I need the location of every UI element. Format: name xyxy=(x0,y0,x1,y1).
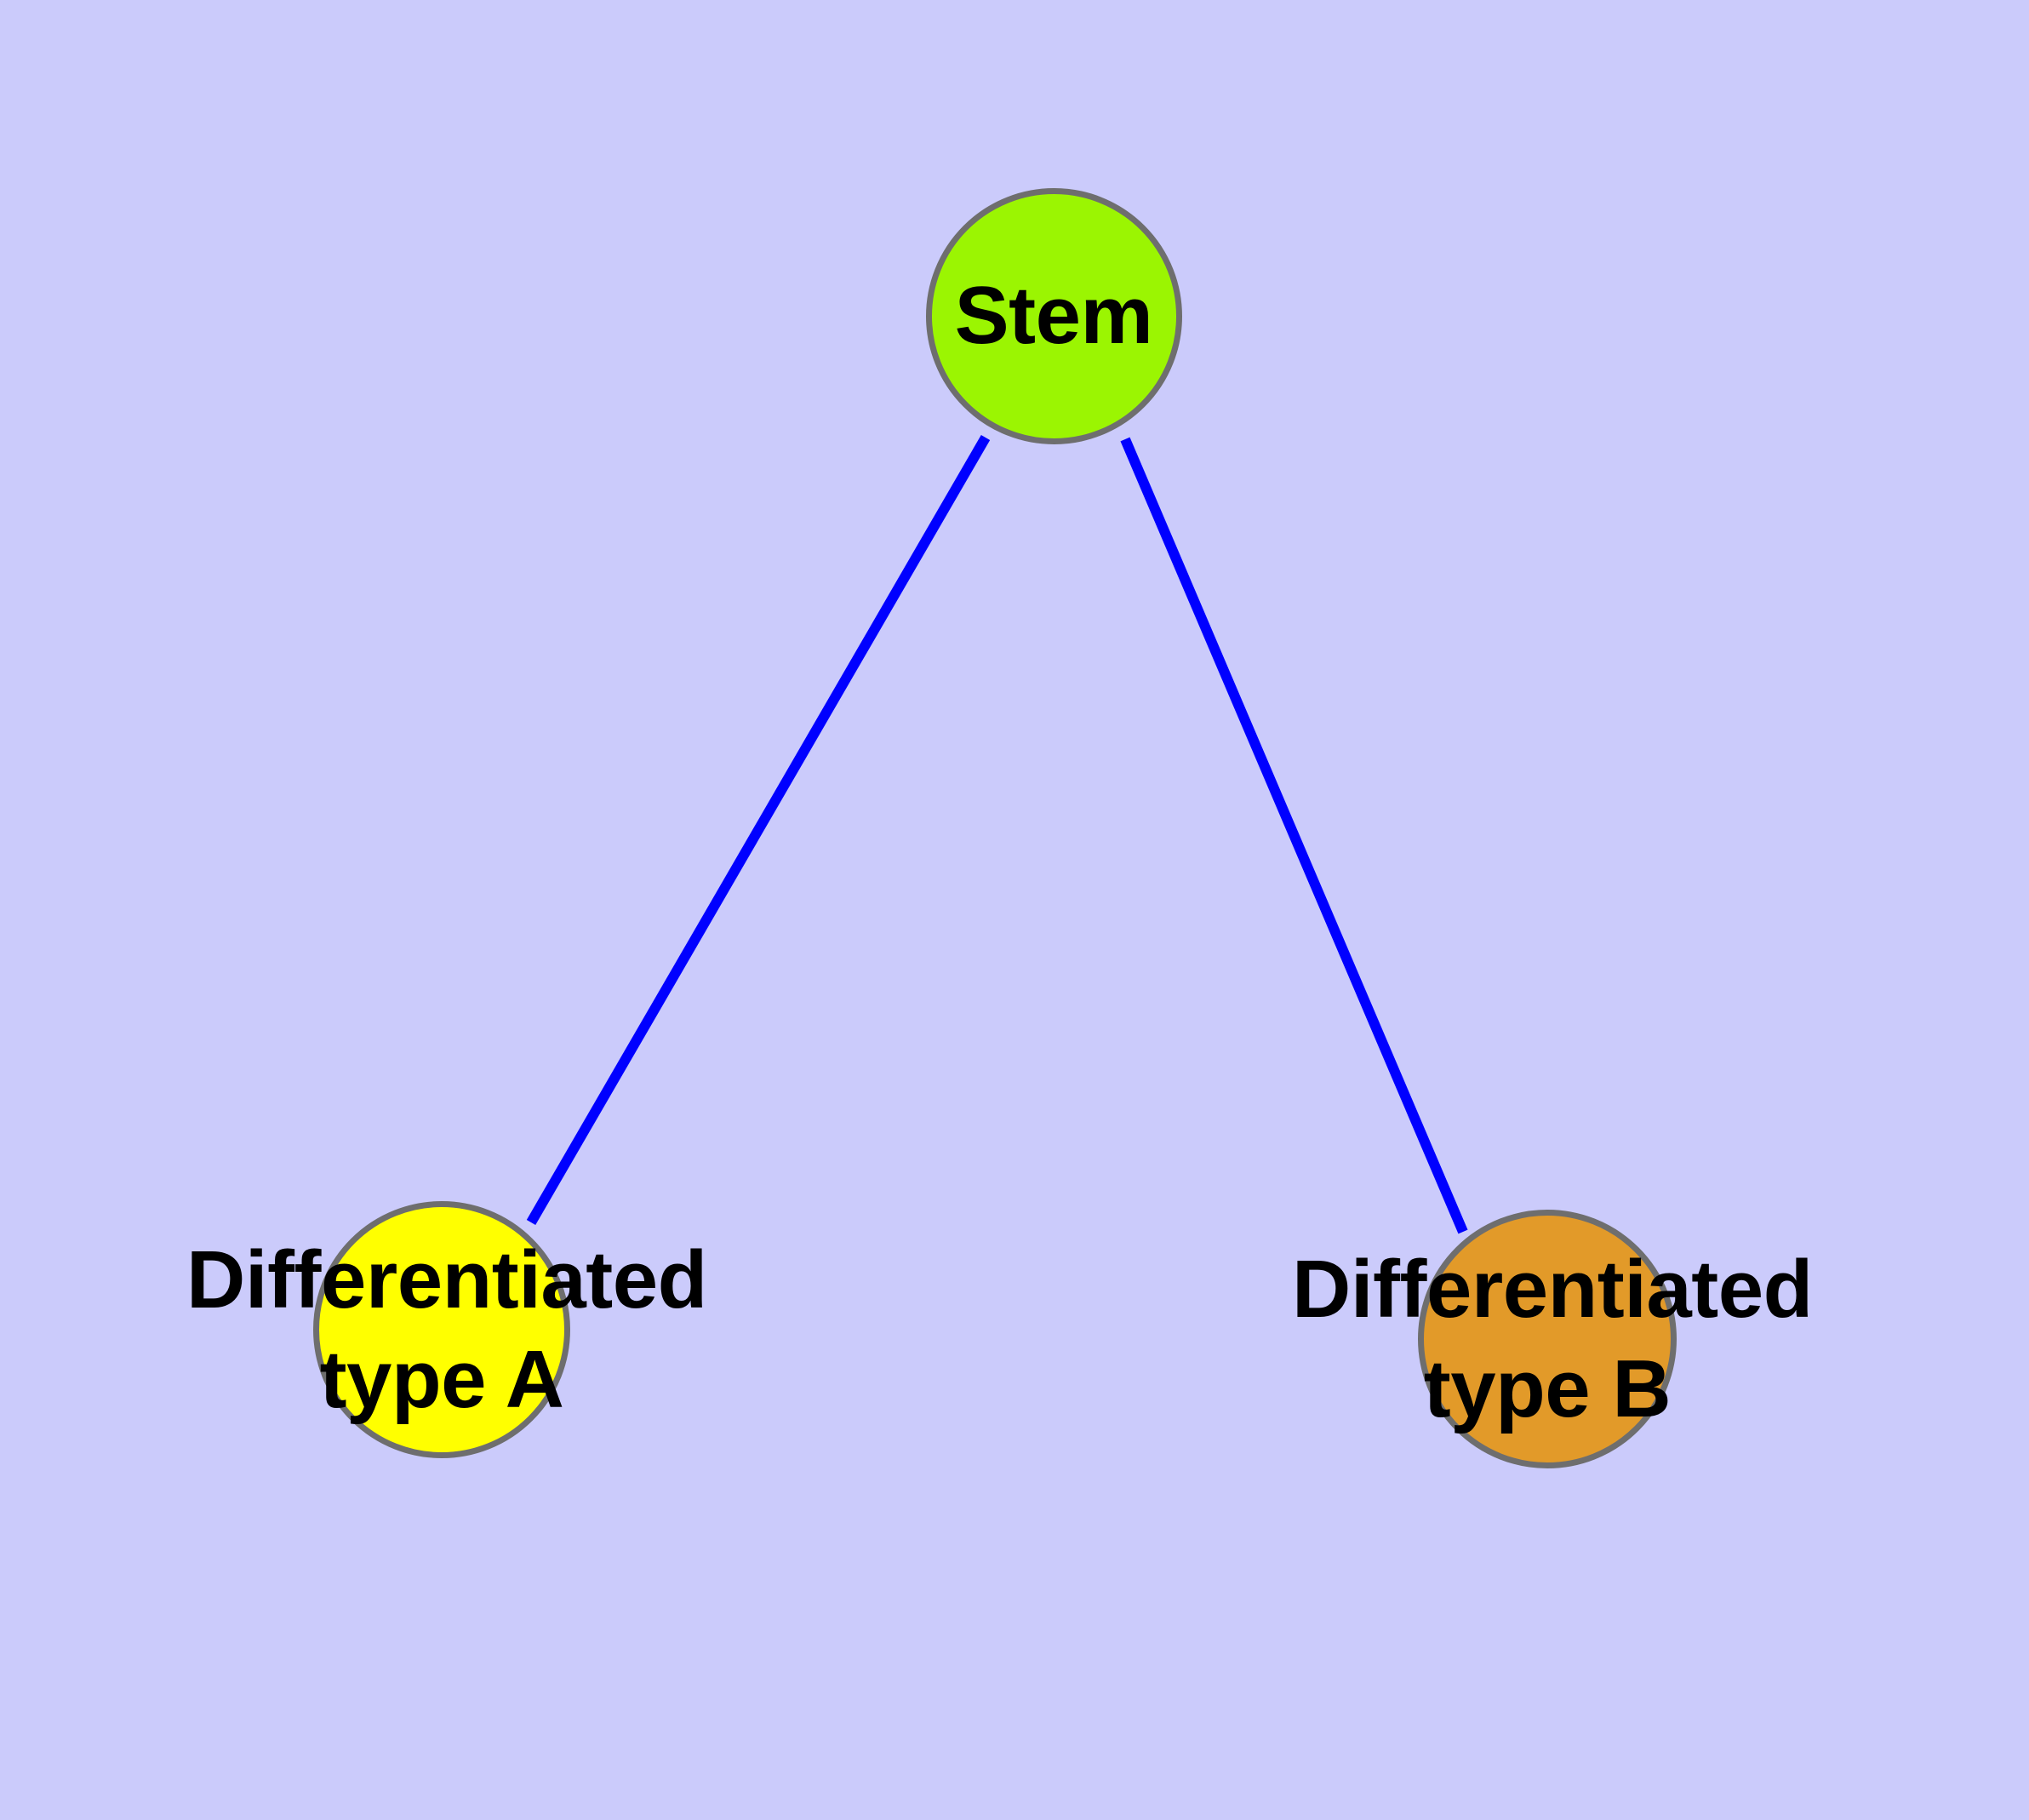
edge-stem-to-type-a xyxy=(526,434,991,1226)
node-differentiated-type-a[interactable] xyxy=(313,1201,570,1458)
edge-stem-to-type-b xyxy=(1120,437,1468,1234)
node-stem[interactable] xyxy=(925,187,1182,444)
node-differentiated-type-b[interactable] xyxy=(1418,1210,1677,1468)
